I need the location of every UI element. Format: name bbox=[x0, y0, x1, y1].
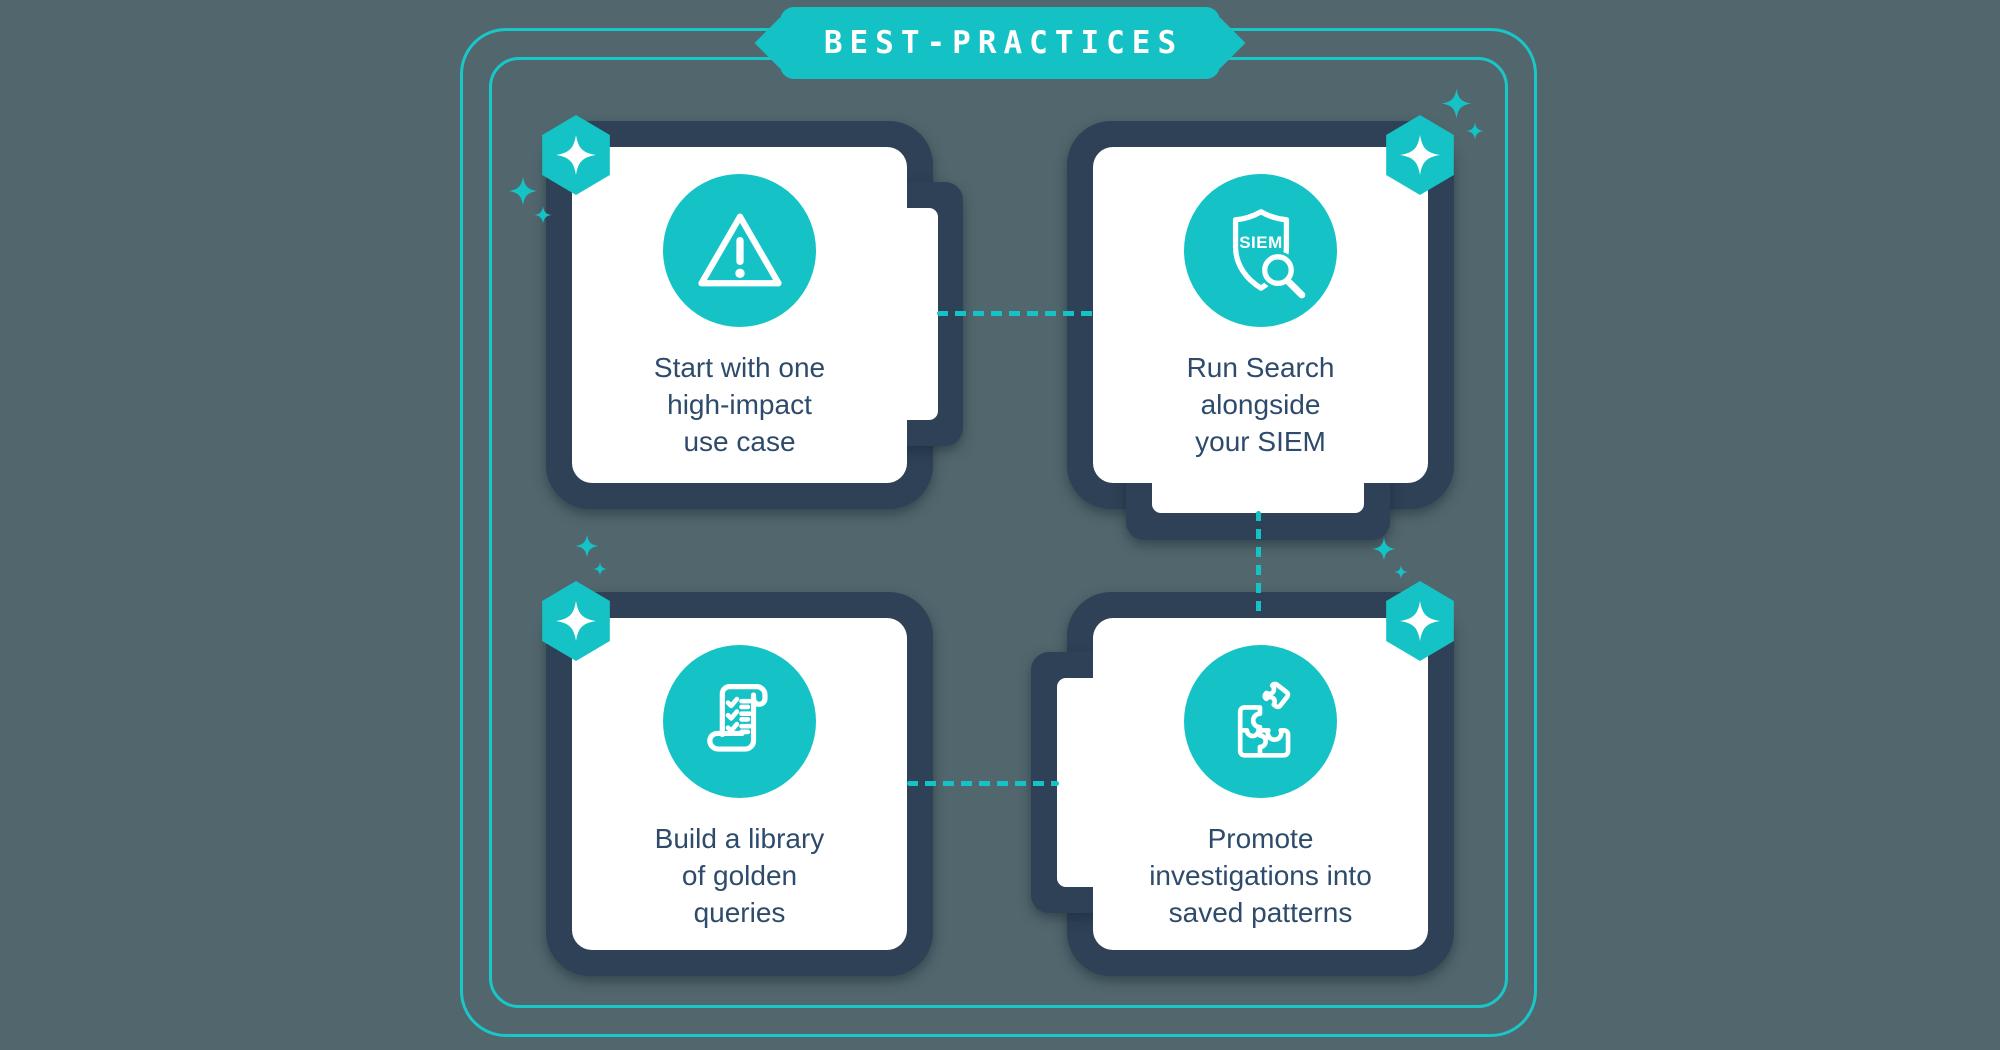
card-label-line: saved patterns bbox=[1168, 897, 1353, 928]
card-label-line: Start with one bbox=[653, 352, 826, 383]
puzzle-pieces-icon bbox=[1184, 645, 1337, 798]
siem-shield-magnifier-icon: SIEM bbox=[1184, 174, 1337, 327]
card-label-line: alongside bbox=[1200, 389, 1321, 420]
sparkle-star-icon bbox=[555, 600, 597, 642]
page-title: BEST-PRACTICES bbox=[823, 25, 1184, 61]
sparkle-star-icon bbox=[1399, 600, 1441, 642]
card-label-line: Promote bbox=[1207, 823, 1314, 854]
sparkle-icon bbox=[575, 534, 599, 558]
connector-card2-card4 bbox=[1256, 511, 1261, 619]
card-label-line: high-impact bbox=[667, 389, 812, 420]
card-label-line: your SIEM bbox=[1195, 426, 1326, 457]
sparkle-icon bbox=[1372, 537, 1396, 561]
card-label: Run Search alongside your SIEM bbox=[1093, 349, 1428, 460]
card-label-line: of golden bbox=[681, 860, 798, 891]
title-banner: BEST-PRACTICES bbox=[754, 6, 1246, 80]
connector-card1-card2 bbox=[937, 311, 1095, 316]
card-label-line: Run Search bbox=[1186, 352, 1335, 383]
sparkle-star-icon bbox=[1399, 134, 1441, 176]
banner-background bbox=[780, 7, 1220, 79]
card-label-line: queries bbox=[693, 897, 786, 928]
scroll-checklist-icon bbox=[663, 645, 816, 798]
connector-card3-card4 bbox=[907, 781, 1059, 786]
warning-triangle-icon bbox=[663, 174, 816, 327]
card-label-line: investigations into bbox=[1149, 860, 1372, 891]
sparkle-icon bbox=[1394, 565, 1408, 579]
card-label-line: use case bbox=[683, 426, 796, 457]
sparkle-icon bbox=[593, 562, 607, 576]
sparkle-star-icon bbox=[555, 134, 597, 176]
card-label: Build a library of golden queries bbox=[572, 820, 907, 931]
sparkle-icon bbox=[1441, 88, 1472, 119]
card-label-line: Build a library bbox=[654, 823, 825, 854]
card-label: Promote investigations into saved patter… bbox=[1093, 820, 1428, 931]
card-label: Start with one high-impact use case bbox=[572, 349, 907, 460]
siem-icon-label: SIEM bbox=[1239, 232, 1283, 251]
sparkle-icon bbox=[508, 176, 538, 206]
sparkle-icon bbox=[1466, 122, 1484, 140]
sparkle-icon bbox=[534, 206, 552, 224]
